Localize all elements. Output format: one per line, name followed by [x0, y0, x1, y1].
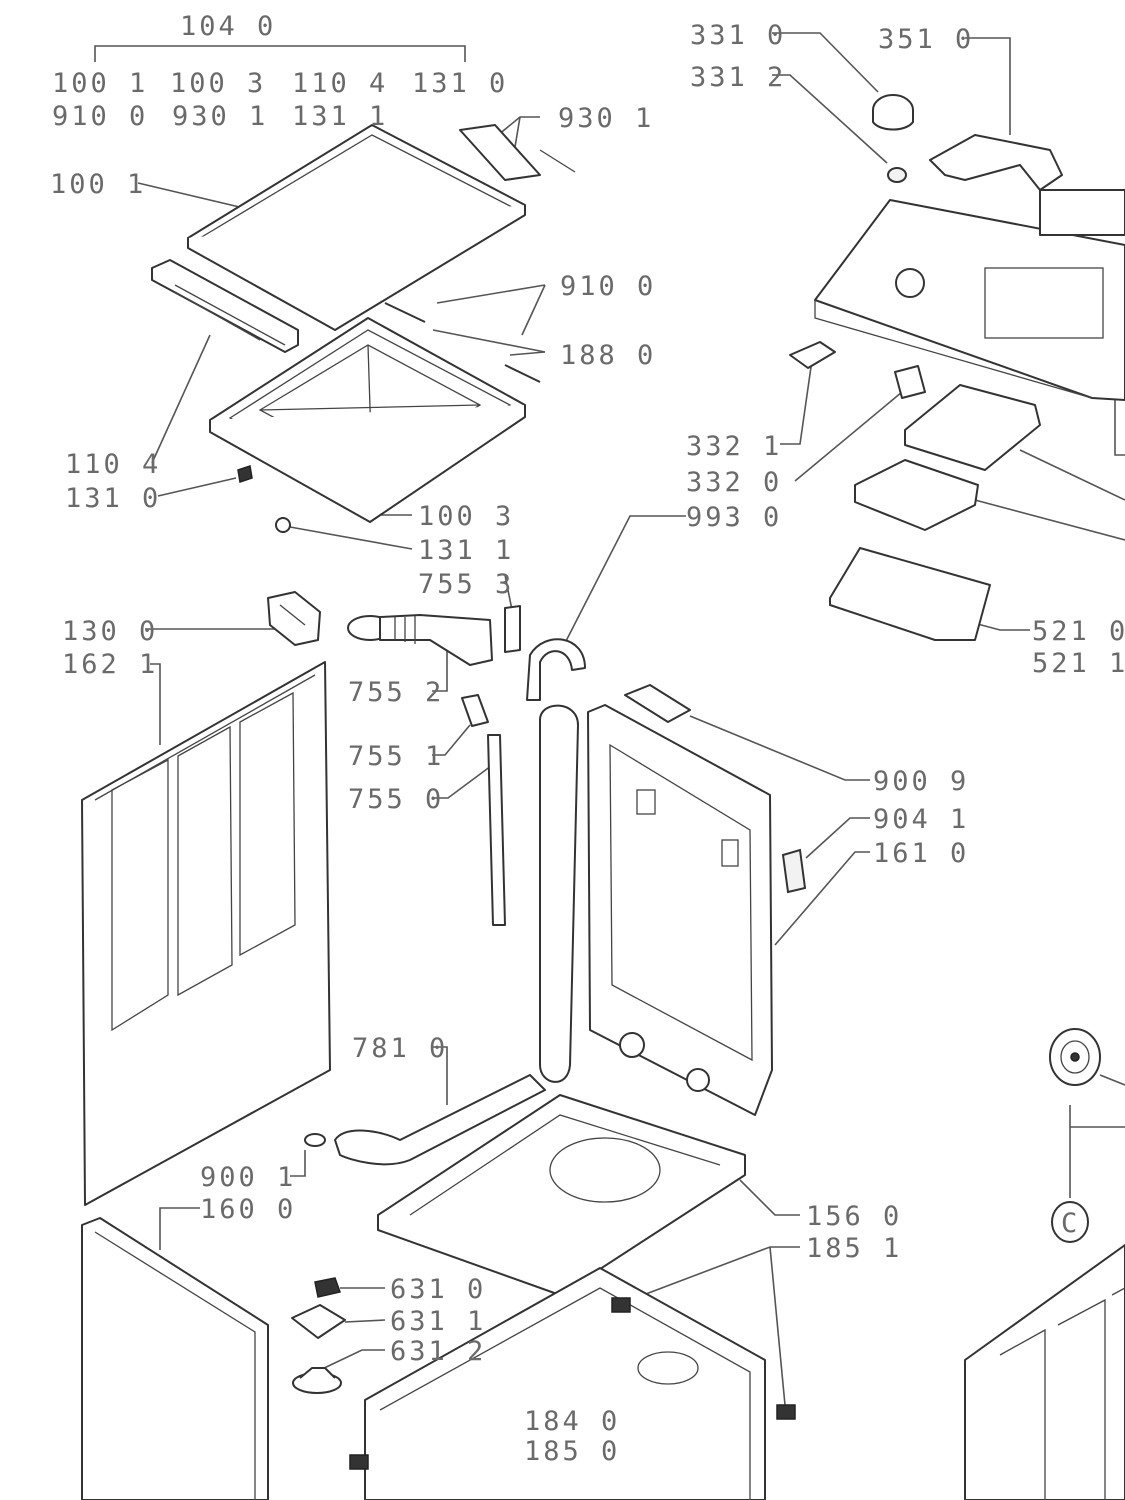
label-c: C	[1061, 1208, 1080, 1239]
label-331-2: 331 2	[690, 62, 786, 93]
label-930-1: 930 1	[558, 103, 654, 134]
label-160-0: 160 0	[200, 1194, 296, 1225]
label-755-2: 755 2	[348, 677, 444, 708]
side-panel	[81, 661, 331, 1206]
label-100-3: 100 3	[418, 501, 514, 532]
pressure-sensor	[304, 1133, 326, 1147]
lid-spring	[275, 517, 291, 533]
label-631-0: 631 0	[390, 1274, 486, 1305]
top-lid-panel	[187, 124, 526, 331]
dispenser-housing	[829, 547, 991, 641]
part-drawings	[81, 94, 1125, 1500]
adjustable-feet	[349, 1297, 796, 1470]
label-631-2: 631 2	[390, 1336, 486, 1367]
label-131-1: 131 1	[418, 535, 514, 566]
label-993-0: 993 0	[686, 502, 782, 533]
drain-hose	[539, 704, 579, 1083]
label-521-1: 521 1	[1032, 648, 1125, 679]
label-781-0: 781 0	[352, 1033, 448, 1064]
label-755-1: 755 1	[348, 741, 444, 772]
cabinet-fragment	[964, 1244, 1125, 1500]
label-755-3: 755 3	[418, 569, 514, 600]
pump-hose	[334, 1074, 546, 1166]
base-support	[377, 1094, 746, 1296]
label-631-1: 631 1	[390, 1306, 486, 1337]
ref-circle-c	[1051, 1201, 1089, 1243]
back-panel	[587, 704, 773, 1116]
selector-knob	[872, 94, 914, 183]
label-110-4: 110 4	[65, 449, 161, 480]
label-910-0: 910 0	[560, 271, 656, 302]
detergent-insert	[904, 384, 1041, 471]
control-panel	[814, 189, 1125, 401]
bellows-hose	[347, 605, 521, 666]
label-185-1: 185 1	[806, 1233, 902, 1264]
top-frame	[209, 317, 526, 523]
label-100-1-top: 100 1	[52, 68, 148, 99]
part-labels: 104 0 100 1 100 3 110 4 131 0 910 0 930 …	[50, 11, 1125, 1467]
label-900-1: 900 1	[200, 1162, 296, 1193]
label-110-4-top: 110 4	[292, 68, 388, 99]
label-930-1-top: 930 1	[172, 101, 268, 132]
inlet-valve	[461, 694, 489, 727]
detergent-tray	[854, 459, 979, 531]
cable-clip	[781, 848, 807, 894]
bottom-frame	[364, 1267, 766, 1500]
label-910-0-top: 910 0	[52, 101, 148, 132]
label-185-0: 185 0	[524, 1436, 620, 1467]
pump-foot-cap	[299, 1367, 336, 1379]
label-162-1: 162 1	[62, 649, 158, 680]
label-100-3-top: 100 3	[170, 68, 266, 99]
label-188-0: 188 0	[560, 340, 656, 371]
label-104-0: 104 0	[180, 11, 276, 42]
label-131-0: 131 0	[65, 483, 161, 514]
drain-hose-elbow	[526, 638, 586, 701]
label-130-0: 130 0	[62, 616, 158, 647]
label-331-0: 331 0	[690, 20, 786, 51]
top-bracket	[624, 684, 691, 723]
label-131-1-top: 131 1	[292, 101, 388, 132]
door-lock	[267, 591, 321, 646]
lid-lock-pin	[237, 465, 253, 483]
label-351-0: 351 0	[878, 24, 974, 55]
inlet-pipe	[487, 734, 506, 926]
label-521-0: 521 0	[1032, 616, 1125, 647]
lid-handle	[151, 259, 299, 353]
label-184-0: 184 0	[524, 1406, 620, 1437]
pump-clip	[314, 1277, 341, 1298]
label-156-0: 156 0	[806, 1201, 902, 1232]
label-900-9: 900 9	[873, 766, 969, 797]
pump-bracket	[291, 1304, 346, 1339]
label-161-0: 161 0	[873, 838, 969, 869]
label-332-1: 332 1	[686, 431, 782, 462]
front-panel	[81, 1217, 269, 1500]
hinge-strip	[459, 124, 576, 181]
hinge-pins	[384, 302, 541, 383]
leader-lines	[94, 32, 1125, 1496]
console-bracket	[929, 134, 1063, 191]
drum-pulley	[1049, 1028, 1101, 1086]
label-131-0-top: 131 0	[412, 68, 508, 99]
panel-latch	[894, 365, 926, 399]
label-100-1: 100 1	[50, 169, 146, 200]
label-755-0: 755 0	[348, 784, 444, 815]
label-904-1: 904 1	[873, 804, 969, 835]
panel-clip	[789, 341, 836, 369]
label-332-0: 332 0	[686, 467, 782, 498]
